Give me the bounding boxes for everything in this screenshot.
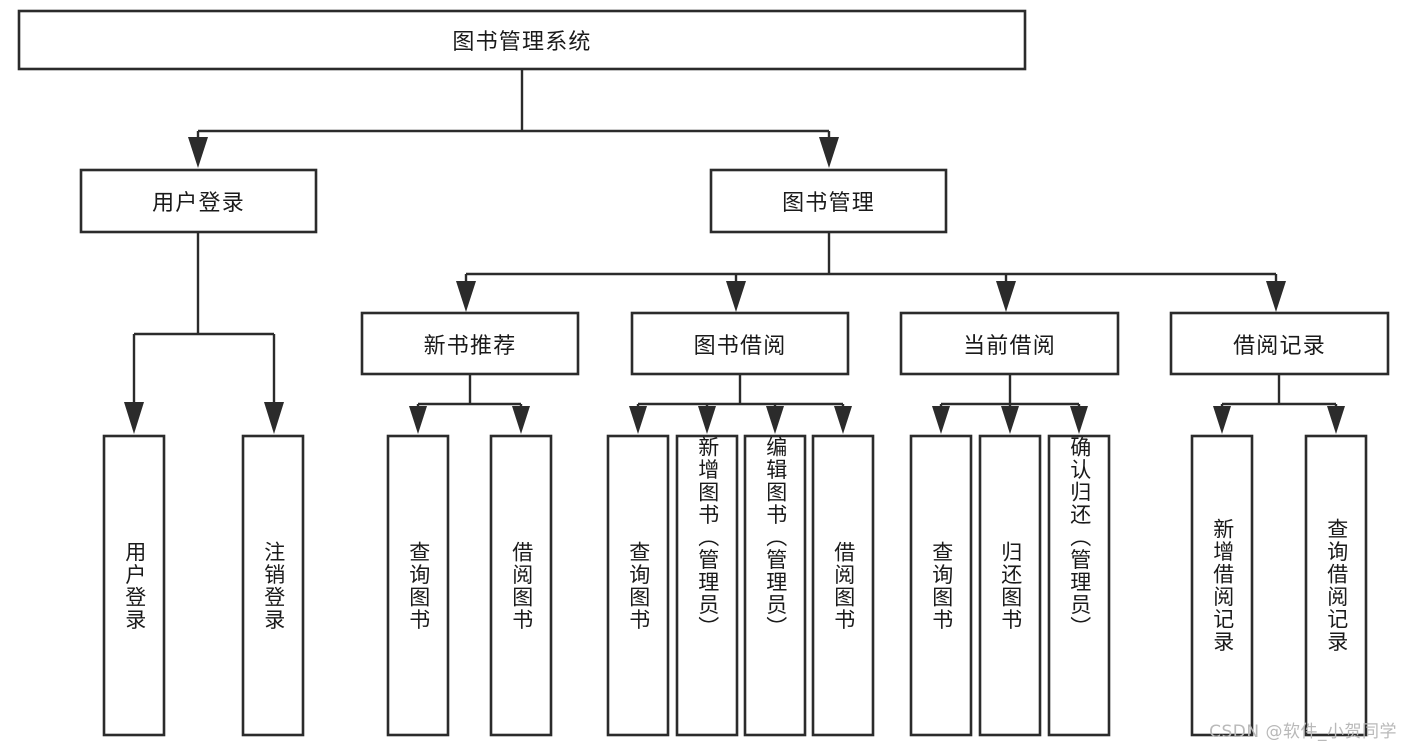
- arrow-head-new-book: [456, 281, 476, 312]
- arrow-head-user-login: [188, 137, 208, 168]
- node-box-root[interactable]: [17, 9, 1027, 71]
- arrow-head-borrow-record: [1266, 281, 1286, 312]
- arrow-head-current-borrow: [996, 281, 1016, 312]
- arrow-head-bb-4: [834, 406, 852, 434]
- node-box-leaf-bb-2[interactable]: [675, 434, 739, 737]
- connector-group-borrow-record: [1213, 374, 1345, 434]
- node-box-leaf-bb-3[interactable]: [743, 434, 807, 737]
- node-box-book-borrow[interactable]: [630, 311, 850, 376]
- node-box-borrow-record[interactable]: [1169, 311, 1390, 376]
- arrow-head-bb-2: [698, 406, 716, 434]
- node-box-leaf-ul-2[interactable]: [241, 434, 305, 737]
- node-box-leaf-ul-1[interactable]: [102, 434, 166, 737]
- connector-group-root: [188, 69, 839, 168]
- arrow-head-bb-1: [629, 406, 647, 434]
- arrow-head-ul-2: [264, 402, 284, 434]
- arrow-head-nb-2: [512, 406, 530, 434]
- arrow-head-cb-1: [932, 406, 950, 434]
- connector-group-book-mgmt: [456, 232, 1286, 312]
- arrow-head-bb-3: [766, 406, 784, 434]
- node-box-leaf-cb-1[interactable]: [909, 434, 973, 737]
- node-box-leaf-nb-1[interactable]: [386, 434, 450, 737]
- node-box-leaf-br-1[interactable]: [1190, 434, 1254, 737]
- connector-group-current-borrow: [932, 374, 1088, 434]
- arrow-head-cb-2: [1001, 406, 1019, 434]
- node-box-new-book-recommend[interactable]: [360, 311, 580, 376]
- node-box-book-management[interactable]: [709, 168, 948, 234]
- arrow-head-br-2: [1327, 406, 1345, 434]
- connector-group-book-borrow: [629, 374, 852, 434]
- node-box-leaf-nb-2[interactable]: [489, 434, 553, 737]
- node-box-leaf-cb-3[interactable]: [1047, 434, 1111, 737]
- connector-group-new-book: [409, 374, 530, 434]
- node-box-leaf-br-2[interactable]: [1304, 434, 1368, 737]
- arrow-head-br-1: [1213, 406, 1231, 434]
- node-box-current-borrow[interactable]: [899, 311, 1120, 376]
- node-box-leaf-bb-1[interactable]: [606, 434, 670, 737]
- arrow-head-book-borrow: [726, 281, 746, 312]
- node-box-user-login[interactable]: [79, 168, 318, 234]
- arrow-head-ul-1: [124, 402, 144, 434]
- arrow-head-cb-3: [1070, 406, 1088, 434]
- arrow-head-book-mgmt: [819, 137, 839, 168]
- node-box-leaf-cb-2[interactable]: [978, 434, 1042, 737]
- arrow-head-nb-1: [409, 406, 427, 434]
- connector-group-user-login: [124, 232, 284, 434]
- node-box-leaf-bb-4[interactable]: [811, 434, 875, 737]
